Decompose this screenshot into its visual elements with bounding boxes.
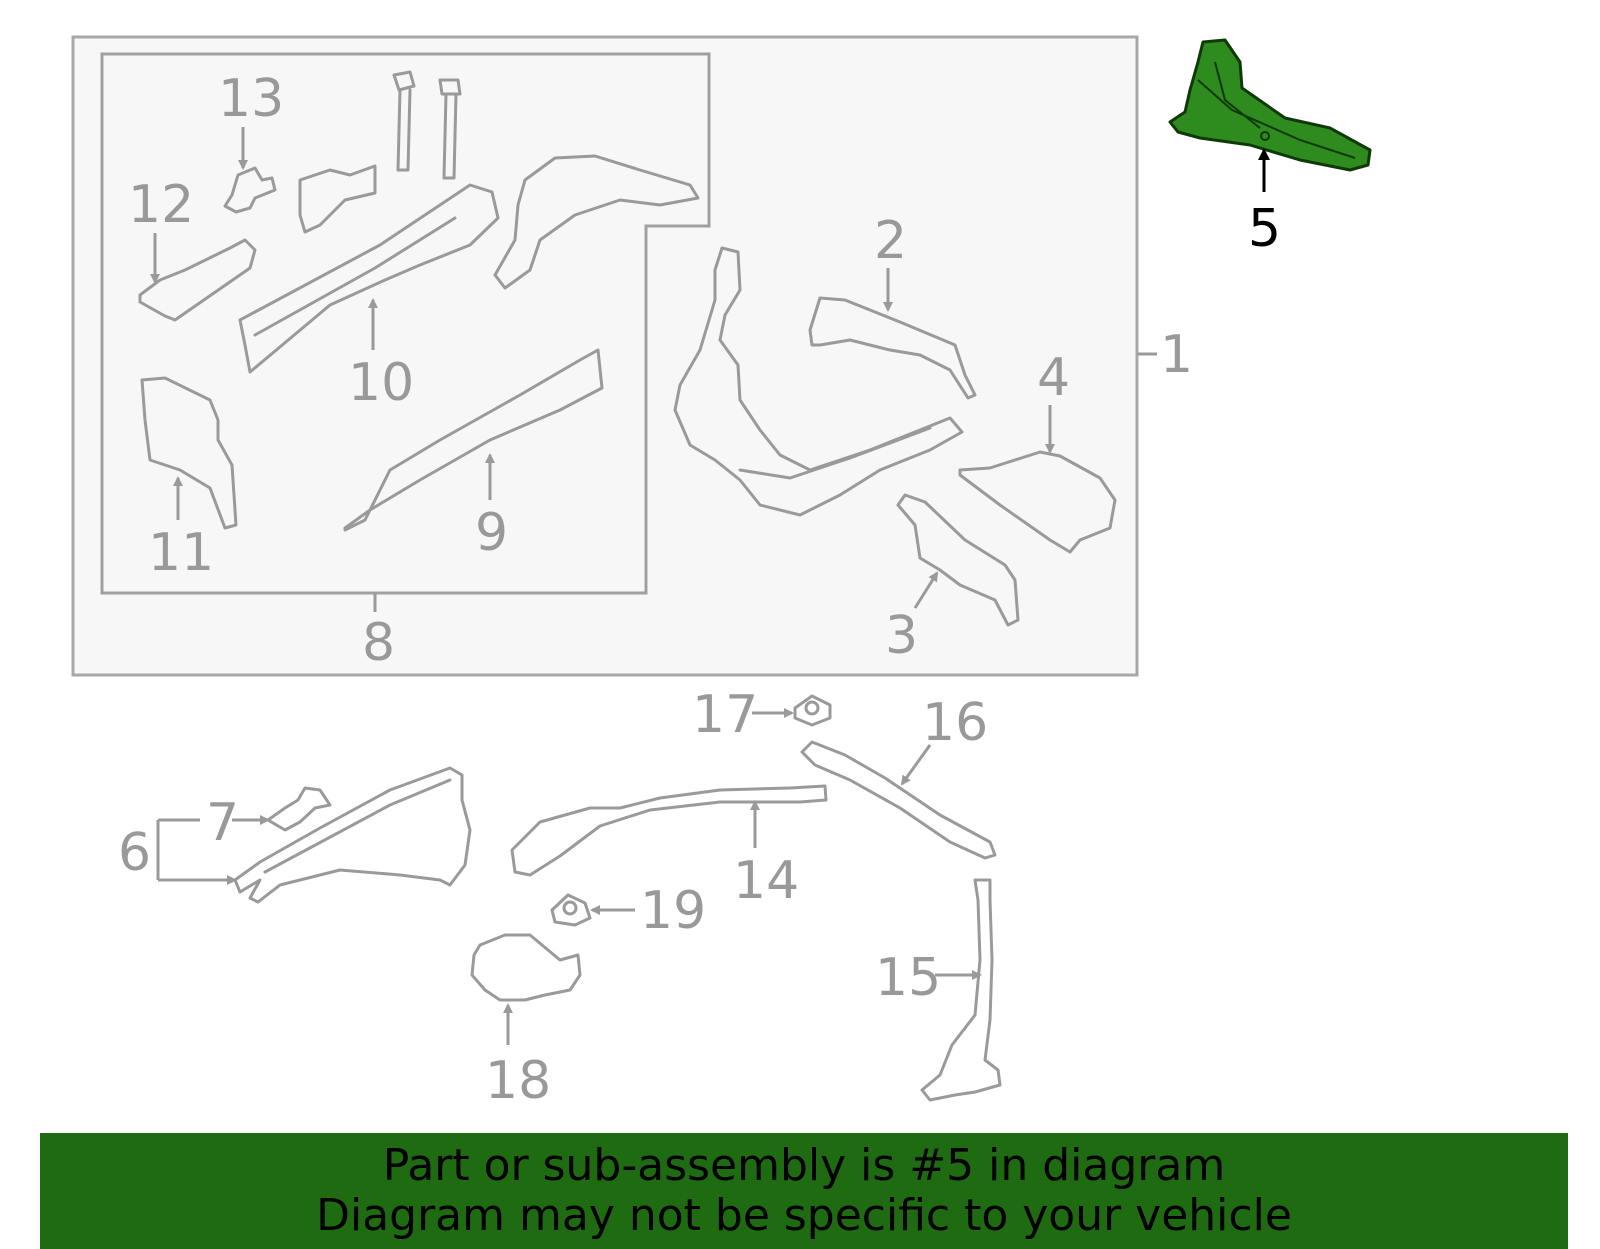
callout-8: 8 (362, 613, 395, 673)
callout-13: 13 (218, 69, 284, 129)
callout-9: 9 (475, 503, 508, 563)
callout-10: 10 (348, 353, 414, 413)
part-14[interactable] (510, 784, 828, 877)
part-pillar-floor[interactable] (673, 246, 964, 517)
part-4[interactable] (958, 450, 1117, 554)
part-18[interactable] (470, 933, 582, 1002)
part-10[interactable] (238, 183, 500, 374)
part-11[interactable] (140, 376, 238, 530)
part-16[interactable] (800, 740, 997, 860)
part-12[interactable] (138, 238, 257, 322)
callout-5: 5 (1248, 199, 1281, 259)
callout-7: 7 (206, 793, 239, 853)
callout-3: 3 (885, 606, 918, 666)
banner-line-2: Diagram may not be specific to your vehi… (316, 1190, 1292, 1241)
callout-16-leader (900, 744, 932, 786)
part-19[interactable] (550, 893, 592, 927)
part-15[interactable] (920, 878, 1002, 1102)
banner-line-1: Part or sub-assembly is #5 in diagram (382, 1140, 1226, 1191)
part-upper-bracket[interactable] (493, 154, 700, 290)
callout-4: 4 (1037, 348, 1070, 408)
callout-17: 17 (692, 685, 758, 745)
bolt-right[interactable] (438, 78, 462, 180)
callout-18: 18 (485, 1051, 551, 1111)
part-3[interactable] (896, 493, 1020, 627)
callout-19: 19 (640, 881, 706, 941)
part-7[interactable] (266, 786, 332, 832)
callout-16: 16 (922, 693, 988, 753)
part-13[interactable] (223, 166, 277, 214)
part-17[interactable] (793, 694, 832, 727)
info-banner: Part or sub-assembly is #5 in diagram Di… (40, 1133, 1568, 1249)
part-6[interactable] (233, 766, 472, 904)
part-2[interactable] (808, 296, 977, 400)
part-9[interactable] (343, 348, 604, 532)
callout-11: 11 (148, 523, 214, 583)
part-5-highlighted[interactable] (1168, 38, 1372, 172)
part-bracket[interactable] (298, 164, 377, 234)
callout-12: 12 (128, 175, 194, 235)
callout-3-leader (913, 571, 939, 609)
callout-1: 1 (1160, 325, 1193, 385)
callout-15: 15 (875, 948, 941, 1008)
bolt-left[interactable] (392, 70, 416, 172)
callout-6: 6 (118, 823, 151, 883)
callout-2: 2 (874, 211, 907, 271)
assembly-8-panel (100, 52, 711, 595)
callout-14: 14 (733, 851, 799, 911)
